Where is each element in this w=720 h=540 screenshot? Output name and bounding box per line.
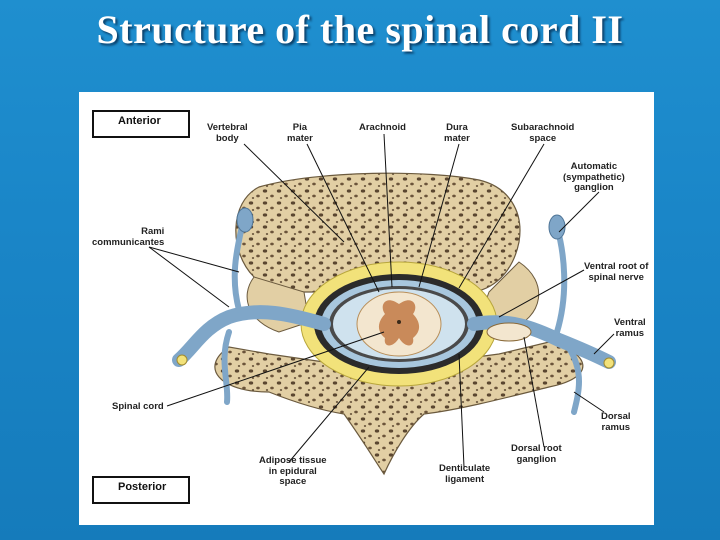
ganglion-left	[236, 207, 254, 233]
label-dorsal-ramus: Dorsal ramus	[601, 411, 631, 433]
label-adipose-tissue: Adipose tissue in epidural space	[259, 455, 327, 487]
spinal-nerve-right	[467, 315, 616, 369]
label-spinal-cord: Spinal cord	[112, 401, 164, 412]
ganglion-right	[548, 214, 566, 240]
label-pia-mater: Pia mater	[287, 122, 313, 144]
leader-lines	[148, 133, 615, 468]
dorsal-ramus-right	[566, 345, 582, 415]
label-autonomic-ganglion: Automatic (sympathetic) ganglion	[563, 161, 625, 193]
diagram-illustration	[148, 133, 616, 476]
label-ventral-root: Ventral root of spinal nerve	[584, 261, 649, 283]
label-dorsal-root-ganglion: Dorsal root ganglion	[511, 443, 562, 465]
vertebral-body	[235, 172, 521, 293]
spinal-nerve-left	[172, 305, 331, 367]
dorsal-root-ganglion	[486, 322, 532, 342]
label-arachnoid: Arachnoid	[359, 122, 406, 133]
label-rami-communicantes: Rami communicantes	[92, 226, 165, 248]
central-canal	[397, 320, 401, 324]
spinal-cord-diagram: Anterior Posterior Vertebral body Pia ma…	[79, 92, 654, 525]
dorsal-ramus-left	[221, 329, 232, 405]
label-dura-mater: Dura mater	[444, 122, 470, 144]
label-denticulate-ligament: Denticulate ligament	[439, 463, 491, 485]
label-vertebral-body: Vertebral body	[207, 122, 248, 144]
anterior-label: Anterior	[92, 110, 190, 138]
posterior-label: Posterior	[92, 476, 190, 504]
rami-right	[554, 224, 568, 335]
slide-title: Structure of the spinal cord II	[96, 7, 624, 52]
label-ventral-ramus: Ventral ramus	[614, 317, 646, 339]
label-subarachnoid-space: Subarachnoid space	[511, 122, 575, 144]
